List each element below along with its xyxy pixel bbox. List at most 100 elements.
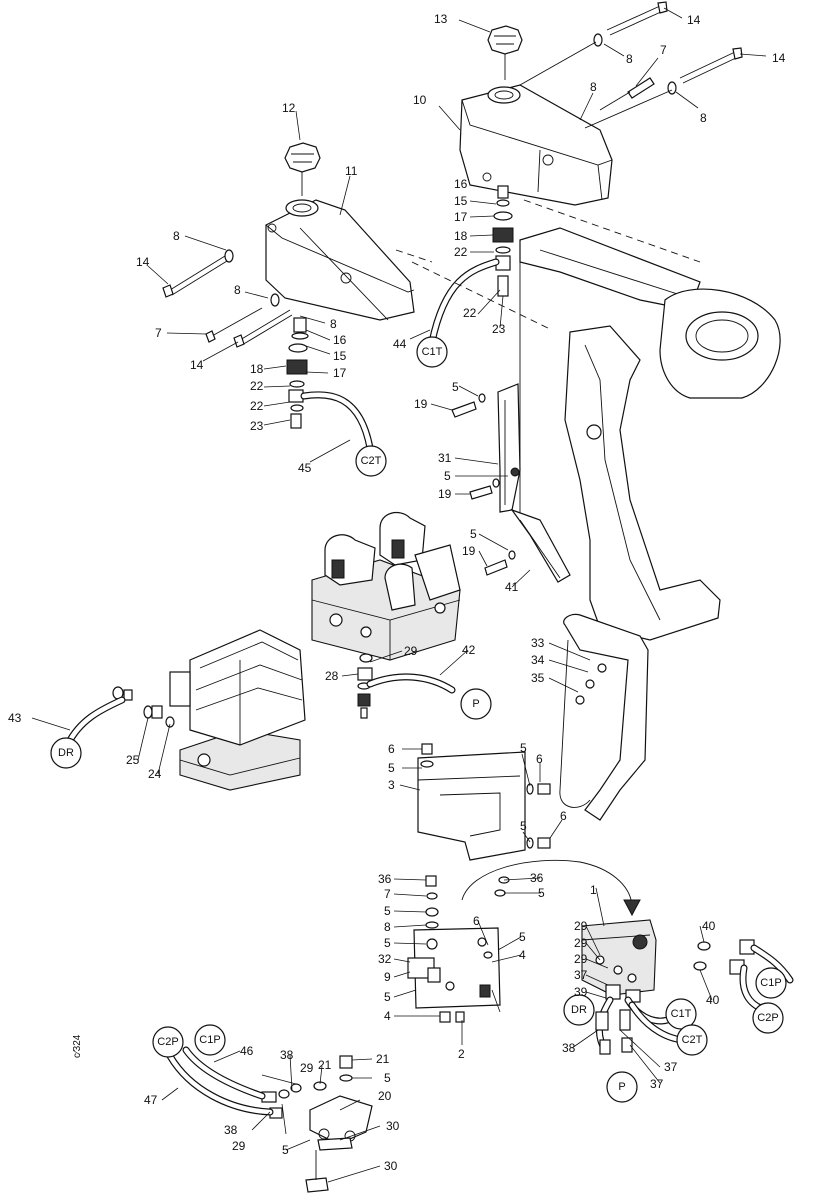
callout-9: 9 — [384, 970, 391, 984]
callout-5: 5 — [470, 527, 477, 541]
callout-10: 10 — [413, 93, 427, 107]
port-bubble-c2p-a — [752, 1002, 784, 1034]
callout-29: 29 — [404, 644, 418, 658]
port-label-dr-b: DR — [571, 1004, 587, 1016]
fittings-stack-right — [492, 185, 514, 297]
callout-22: 22 — [463, 306, 477, 320]
callout-18: 18 — [454, 229, 468, 243]
port-label-p-b: P — [618, 1081, 625, 1093]
port-bubble-c2p-b — [152, 1026, 184, 1058]
callout-43: 43 — [8, 711, 22, 725]
callout-14: 14 — [772, 51, 786, 65]
callout-6: 6 — [536, 752, 543, 766]
callout-19: 19 — [462, 544, 476, 558]
callout-15: 15 — [333, 349, 347, 363]
callout-35: 35 — [531, 671, 545, 685]
callout-8: 8 — [173, 229, 180, 243]
port-bubble-p-a — [460, 688, 492, 720]
fittings-24-25 — [112, 686, 175, 728]
callout-47: 47 — [144, 1093, 158, 1107]
handle — [559, 613, 649, 821]
callout-23: 23 — [250, 419, 264, 433]
callout-42: 42 — [462, 643, 476, 657]
callout-39: 39 — [574, 985, 588, 999]
callout-18: 18 — [250, 362, 264, 376]
callout-30: 30 — [386, 1119, 400, 1133]
callout-6: 6 — [473, 914, 480, 928]
port-label-c2t-a: C2T — [361, 455, 382, 467]
callout-14: 14 — [190, 358, 204, 372]
callout-5: 5 — [384, 936, 391, 950]
callout-38: 38 — [224, 1123, 238, 1137]
callout-6: 6 — [560, 809, 567, 823]
callout-16: 16 — [454, 177, 468, 191]
callout-3: 3 — [388, 778, 395, 792]
cover-3 — [417, 751, 526, 861]
port-label-c1t-b: C1T — [671, 1008, 692, 1020]
callout-33: 33 — [531, 636, 545, 650]
callout-8: 8 — [330, 317, 337, 331]
valve-20 — [309, 1055, 373, 1145]
callout-29: 29 — [574, 919, 588, 933]
callout-4: 4 — [384, 1009, 391, 1023]
fittings-37-38 — [595, 1009, 633, 1055]
plates-30 — [305, 1137, 353, 1193]
fitting-28 — [357, 653, 373, 719]
port-label-c1t-a: C1T — [422, 346, 443, 358]
valve-1 — [581, 919, 657, 1003]
callout-5: 5 — [520, 741, 527, 755]
callout-5: 5 — [384, 1071, 391, 1085]
callout-2: 2 — [458, 1047, 465, 1061]
bolts-6-upper — [420, 743, 551, 849]
port-label-c2t-b: C2T — [682, 1034, 703, 1046]
callout-38: 38 — [562, 1041, 576, 1055]
callout-19: 19 — [414, 397, 428, 411]
callout-7: 7 — [384, 887, 391, 901]
callout-5: 5 — [519, 930, 526, 944]
port-label-dr-a: DR — [58, 747, 74, 759]
callout-23: 23 — [492, 322, 506, 336]
tank-right — [459, 84, 613, 206]
port-label-c1p-b: C1P — [199, 1034, 220, 1046]
plate-2 — [407, 927, 501, 1009]
drawing-code: c⁄324 — [72, 1034, 83, 1058]
callout-28: 28 — [325, 669, 339, 683]
callout-32: 32 — [378, 952, 392, 966]
bracket-31 — [497, 383, 521, 513]
callout-5: 5 — [444, 469, 451, 483]
stud-7-left — [205, 293, 280, 343]
callout-7: 7 — [660, 43, 667, 57]
callout-17: 17 — [333, 366, 347, 380]
callout-5: 5 — [282, 1143, 289, 1157]
stud-7-top — [599, 77, 655, 111]
callout-5: 5 — [538, 886, 545, 900]
callout-29: 29 — [574, 936, 588, 950]
callout-4: 4 — [519, 948, 526, 962]
callout-5: 5 — [452, 380, 459, 394]
port-bubble-c2t-a — [355, 445, 387, 477]
callout-8: 8 — [626, 52, 633, 66]
callout-38: 38 — [280, 1048, 294, 1062]
callout-25: 25 — [126, 753, 140, 767]
bolt-14-left — [162, 249, 234, 298]
callout-29: 29 — [300, 1061, 314, 1075]
bolts-36-7-8 — [425, 875, 510, 1023]
callout-21: 21 — [318, 1058, 332, 1072]
port-label-p-a: P — [472, 698, 479, 710]
callout-45: 45 — [298, 461, 312, 475]
callout-5: 5 — [384, 990, 391, 1004]
port-label-c1p-a: C1P — [760, 977, 781, 989]
callout-19: 19 — [438, 487, 452, 501]
port-labels: C1T C2T P DR C1P C2P DR C1T C2T P C2P C1… — [58, 346, 782, 1093]
callout-40: 40 — [706, 993, 720, 1007]
callout-11: 11 — [345, 164, 358, 178]
leader-lines — [31, 7, 767, 1183]
bolt-14-lower-left — [233, 309, 293, 348]
frame-arm — [519, 227, 781, 641]
port-bubble-dr-b — [563, 994, 595, 1026]
rack-41 — [510, 508, 571, 583]
callout-44: 44 — [393, 337, 407, 351]
port-label-c2p-a: C2P — [757, 1012, 778, 1024]
